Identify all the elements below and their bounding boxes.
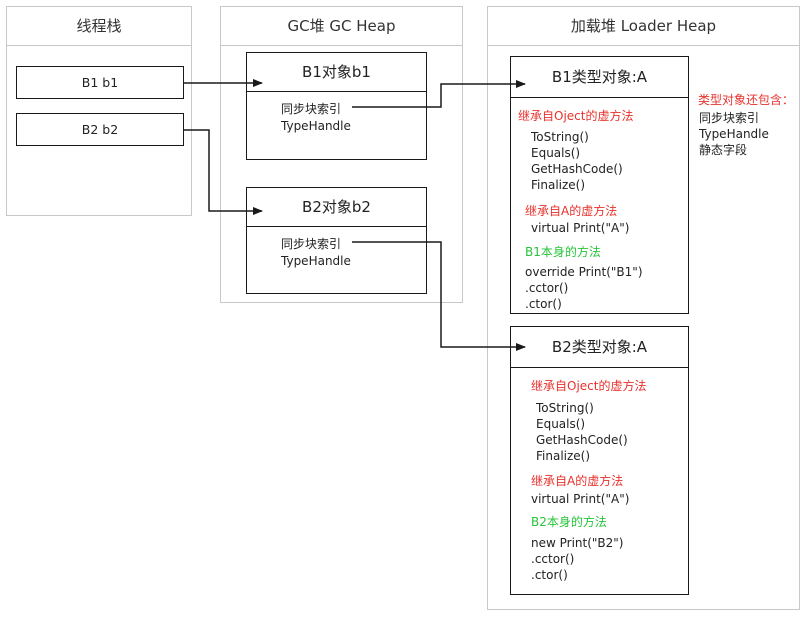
- method-item: .cctor(): [531, 552, 575, 566]
- method-item: virtual Print("A"): [531, 492, 630, 506]
- note-item: 静态字段: [699, 143, 748, 157]
- arrow-b1-object-to-type: [352, 80, 526, 108]
- method-item: override Print("B1"): [525, 265, 643, 279]
- stack-var-b1: B1 b1: [16, 66, 184, 99]
- method-item: ToString(): [531, 130, 589, 144]
- method-item: .ctor(): [525, 297, 562, 311]
- method-item: Equals(): [531, 146, 581, 160]
- section-self-methods: B1本身的方法: [525, 245, 601, 259]
- stack-var-label: B2 b2: [81, 122, 119, 137]
- thread-stack-title: 线程栈: [7, 7, 191, 46]
- type-object-b1: B1类型对象:A 继承自Oject的虚方法 ToString() Equals(…: [510, 56, 689, 314]
- gc-object-field: 同步块索引: [281, 102, 342, 116]
- method-item: ToString(): [536, 401, 594, 415]
- gc-object-title: B1对象b1: [247, 53, 426, 92]
- thread-stack-region: 线程栈: [6, 6, 192, 216]
- method-item: GetHashCode(): [536, 433, 628, 447]
- note-item: 同步块索引: [699, 111, 760, 125]
- gc-heap-title: GC堆 GC Heap: [221, 7, 462, 46]
- gc-object-b2: B2对象b2 同步块索引 TypeHandle: [246, 187, 427, 294]
- section-a-virtuals: 继承自A的虚方法: [531, 474, 624, 488]
- method-item: virtual Print("A"): [531, 221, 630, 235]
- gc-object-field: 同步块索引: [281, 237, 342, 251]
- loader-heap-title: 加载堆 Loader Heap: [488, 7, 799, 46]
- gc-object-field: TypeHandle: [281, 254, 351, 268]
- method-item: Equals(): [536, 417, 586, 431]
- note-title: 类型对象还包含：: [698, 93, 795, 107]
- stack-var-label: B1 b1: [81, 75, 119, 90]
- section-object-virtuals: 继承自Oject的虚方法: [531, 379, 647, 393]
- note-item: TypeHandle: [699, 127, 769, 141]
- arrow-b2-object-to-type: [352, 241, 526, 351]
- type-object-title: B2类型对象:A: [511, 327, 688, 368]
- method-item: .cctor(): [525, 281, 569, 295]
- method-item: Finalize(): [536, 449, 591, 463]
- stack-var-b2: B2 b2: [16, 113, 184, 146]
- method-item: GetHashCode(): [531, 162, 623, 176]
- method-item: .ctor(): [531, 568, 568, 582]
- method-item: new Print("B2"): [531, 536, 624, 550]
- section-a-virtuals: 继承自A的虚方法: [525, 204, 618, 218]
- section-self-methods: B2本身的方法: [531, 515, 607, 529]
- type-object-b2: B2类型对象:A 继承自Oject的虚方法 ToString() Equals(…: [510, 326, 689, 595]
- type-object-title: B1类型对象:A: [511, 57, 688, 98]
- method-item: Finalize(): [531, 178, 586, 192]
- section-object-virtuals: 继承自Oject的虚方法: [518, 109, 634, 123]
- gc-object-title: B2对象b2: [247, 188, 426, 227]
- gc-object-field: TypeHandle: [281, 119, 351, 133]
- gc-object-b1: B1对象b1 同步块索引 TypeHandle: [246, 52, 427, 160]
- arrow-b2-to-gc-object: [184, 129, 263, 215]
